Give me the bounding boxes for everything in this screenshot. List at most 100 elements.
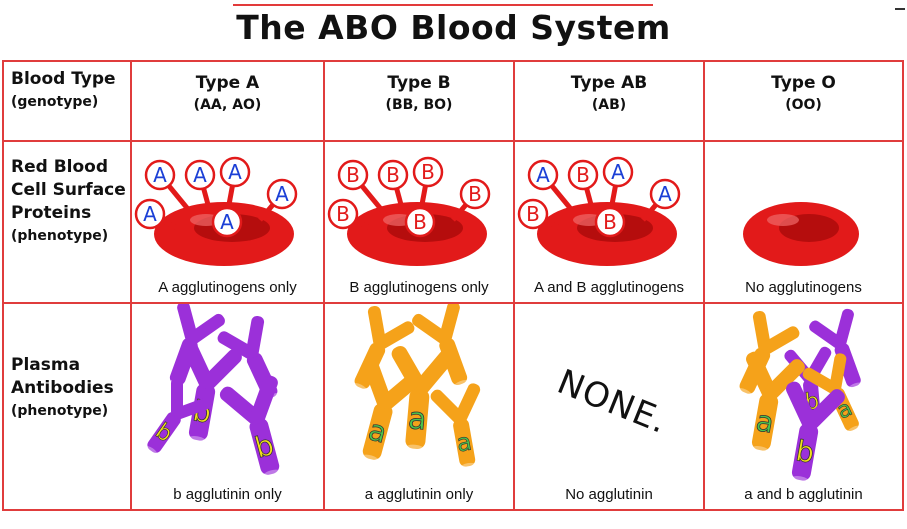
antibody-label-cell: Plasma Antibodies (phenotype) — [2, 302, 132, 511]
rbc-caption: B agglutinogens only — [349, 279, 489, 296]
antibody-label-sub: (phenotype) — [11, 403, 109, 419]
col-genotype: (BB, BO) — [385, 97, 453, 113]
antigen-a: A — [134, 198, 166, 230]
antigen-letter: B — [413, 210, 427, 234]
col-type: Type A — [195, 73, 260, 93]
header-label: Blood Type — [11, 69, 116, 89]
antigen-letter: B — [576, 163, 590, 187]
title-rule — [233, 4, 653, 6]
header-label-cell: Blood Type (genotype) — [2, 60, 132, 142]
antigen-letter: B — [468, 182, 482, 206]
antigen-letter: A — [536, 163, 550, 187]
antigen-a: A — [184, 159, 216, 191]
antigen-letter: A — [153, 163, 167, 187]
red-cell-illustration — [743, 202, 859, 266]
antibody: a — [391, 345, 455, 453]
antigen-a: A — [649, 178, 681, 210]
col-head-a: Type A (AA, AO) — [130, 60, 325, 142]
antigen-letter: A — [193, 163, 207, 187]
antibody-letter: a — [365, 413, 390, 449]
rbc-label-sub: (phenotype) — [11, 228, 109, 244]
rbc-row: Red Blood Cell Surface Proteins (phenoty… — [2, 140, 904, 304]
abo-table: Blood Type (genotype) Type A (AA, AO) Typ… — [2, 60, 904, 511]
none-label: NONE. — [551, 361, 674, 443]
antigen-letter: B — [386, 163, 400, 187]
rbc-label-line: Red Blood — [11, 157, 109, 177]
antigen-b: B — [327, 198, 359, 230]
antigen-b: B — [377, 159, 409, 191]
antigen-letter: A — [220, 210, 234, 234]
antigen-b: B — [594, 206, 626, 238]
antibody-letter: a — [454, 428, 473, 458]
title-area: The ABO Blood System — [0, 0, 907, 50]
antigen-b: B — [459, 178, 491, 210]
antigen-b: B — [337, 159, 369, 191]
antigen-letter: A — [228, 160, 242, 184]
antigen-letter: B — [336, 202, 350, 226]
antigen-a: A — [527, 159, 559, 191]
antibody-letter: b — [251, 428, 277, 465]
rbc-caption: A and B agglutinogens — [533, 279, 685, 296]
corner-mark — [895, 8, 905, 10]
antibody-caption: b agglutinin only — [173, 486, 282, 503]
antibody-caption: No agglutinin — [565, 486, 653, 503]
antibody: a — [746, 351, 805, 455]
antibody: b — [219, 375, 281, 479]
col-type: Type AB — [570, 73, 648, 93]
rbc-cell-o: No agglutinogens — [703, 140, 904, 304]
col-genotype: (AA, AO) — [193, 97, 262, 113]
rbc-label-cell: Red Blood Cell Surface Proteins (phenoty… — [2, 140, 132, 304]
page-title: The ABO Blood System — [236, 8, 671, 47]
antibody-cell-ab: NONE. No agglutinin — [513, 302, 705, 511]
antibody-caption: a and b agglutinin — [744, 486, 863, 503]
antigen-letter: B — [603, 210, 617, 234]
antigen-letter: B — [421, 160, 435, 184]
antibody-letter: a — [754, 404, 777, 440]
rbc-label-line: Cell Surface — [11, 180, 126, 200]
antigen-letter: B — [526, 202, 540, 226]
antigen-a: A — [144, 159, 176, 191]
antigen-letter: A — [658, 182, 672, 206]
antigen-b: B — [567, 159, 599, 191]
antigen-a: A — [266, 178, 298, 210]
rbc-caption: A agglutinogens only — [158, 279, 297, 296]
antigen-a: A — [602, 156, 634, 188]
antigen-b: B — [412, 156, 444, 188]
antibody-letter: b — [793, 434, 817, 470]
rbc-label-line: Proteins — [11, 203, 92, 223]
antigen-a: A — [219, 156, 251, 188]
col-genotype: (OO) — [785, 97, 822, 113]
antibody: a — [430, 383, 481, 470]
antibody-letter: a — [407, 401, 428, 437]
antigen-a: A — [211, 206, 243, 238]
col-genotype: (AB) — [591, 97, 627, 113]
antibody: b — [786, 381, 845, 485]
col-head-ab: Type AB (AB) — [513, 60, 705, 142]
red-blood-cell — [743, 202, 859, 266]
antigen-letter: A — [143, 202, 157, 226]
antibody-caption: a agglutinin only — [364, 486, 474, 503]
antigen-b: B — [517, 198, 549, 230]
antigen-letter: A — [275, 182, 289, 206]
antigen-letter: B — [346, 163, 360, 187]
col-head-o: Type O (OO) — [703, 60, 904, 142]
col-type: Type O — [771, 73, 836, 93]
antibody-label-line: Antibodies — [11, 378, 114, 398]
header-label-sub: (genotype) — [11, 94, 99, 110]
header-row: Blood Type (genotype) Type A (AA, AO) Typ… — [2, 60, 904, 142]
antibody-label-line: Plasma — [11, 355, 81, 375]
antigen-letter: A — [611, 160, 625, 184]
antigen-b: B — [404, 206, 436, 238]
